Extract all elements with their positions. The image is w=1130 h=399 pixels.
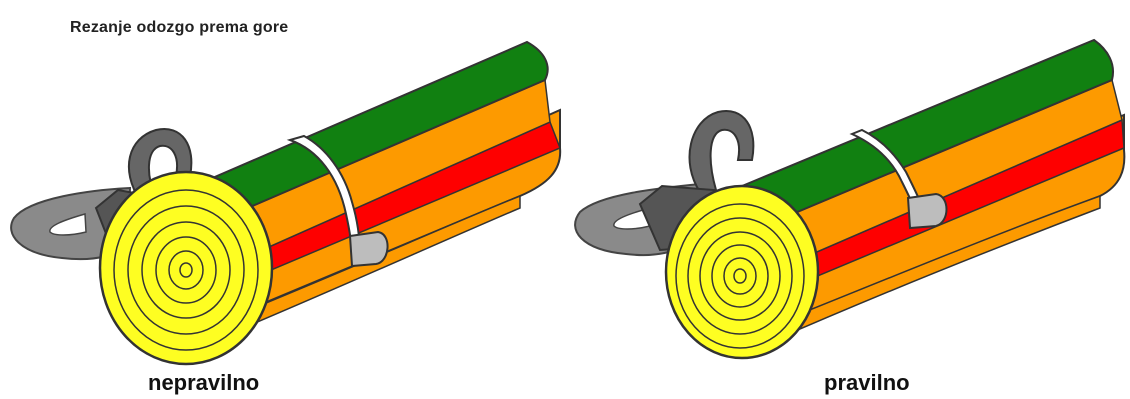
- caption-correct: pravilno: [824, 370, 910, 396]
- correct-cut-scene: [575, 40, 1124, 358]
- caption-incorrect: nepravilno: [148, 370, 259, 396]
- incorrect-cut-scene: [11, 42, 560, 364]
- log-end-grain-left: [100, 172, 272, 364]
- log-end-grain-right: [666, 186, 818, 358]
